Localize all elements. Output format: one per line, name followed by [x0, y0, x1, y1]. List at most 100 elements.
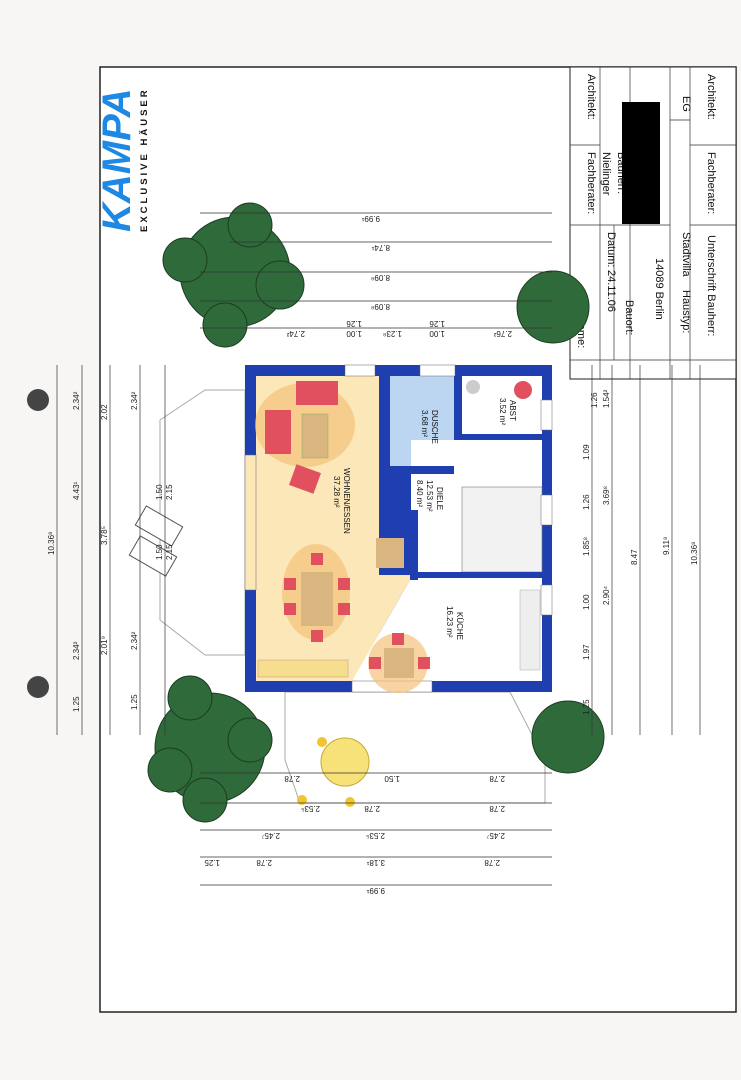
dimension-label: 2.34²: [130, 391, 139, 410]
tree-icon: [516, 270, 590, 344]
armchair: [289, 464, 321, 494]
dimension-label: 1.26: [346, 319, 362, 328]
room-area: 37.28 m²: [332, 476, 341, 508]
dimension-label: 2.78: [284, 774, 300, 783]
window: [540, 584, 553, 616]
room-area: 16.23 m²: [445, 606, 454, 638]
unterschrift-label: Unterschrift Bauherr:: [705, 235, 717, 336]
window: [344, 364, 376, 377]
dimension-label: 9.11⁸: [662, 537, 671, 555]
dimension-label: 1.25: [582, 699, 591, 715]
haustyp-label: Haustyp:: [680, 290, 692, 333]
dimension-label: 2.78: [256, 858, 272, 867]
room-name: WOHNEN/ESSEN: [342, 468, 351, 534]
dimension-label: 1.50: [155, 544, 164, 560]
fireplace: [376, 538, 404, 568]
trees: [147, 202, 605, 823]
redacted-box: [622, 102, 660, 224]
terrace-door: [244, 454, 257, 591]
dimension-label: 1.26: [429, 319, 445, 328]
dimension-label: 1.25: [130, 694, 139, 710]
boiler: [514, 381, 532, 399]
dimension-lines-bottom: 9.99¹ 3.18¹ 2.78 2.78 1.25 2.53⁵ 2.53⁵ 2…: [200, 772, 552, 895]
dimension-label: 2.76²: [493, 329, 512, 338]
dimension-label: 2.45⁷: [486, 831, 505, 840]
parasol-icon: [297, 737, 370, 807]
window: [419, 364, 456, 377]
dimension-label: 2.01⁹: [100, 636, 109, 655]
architekt2-label: Architekt:: [705, 74, 717, 120]
window: [540, 494, 553, 526]
dimension-label: 3.78⁵: [100, 526, 109, 545]
dimension-label: 10.36⁸: [690, 542, 699, 565]
dimension-label: 2.90⁴: [602, 585, 611, 605]
tank: [466, 380, 480, 394]
fachberater-value: Nielinger: [600, 152, 612, 196]
kitchen-counter: [519, 589, 541, 671]
dimension-label: 1.00: [429, 329, 445, 338]
dimension-label: 1.50: [384, 774, 400, 783]
dimension-label: 3.18¹: [366, 858, 385, 867]
dimension-label: 1.09: [582, 444, 591, 460]
datum-label: Datum:: [605, 232, 617, 267]
room-name: DUSCHE: [430, 410, 439, 444]
geschoss-label: EG: [680, 96, 692, 112]
dimension-label: 8.74¹: [371, 243, 390, 252]
dimension-label: 2.34²: [130, 631, 139, 650]
dimension-lines-left: 10.36⁸ 4.43¹ 2.34² 2.34² 1.25 3.78⁵ 2.02…: [47, 365, 174, 735]
room-area: 8.40 m²: [415, 480, 424, 507]
dimension-label: 2.34²: [72, 641, 81, 660]
dimension-label: 1.85⁸: [582, 537, 591, 556]
tree-icon: [531, 700, 605, 774]
terrace-front: [284, 691, 546, 804]
bauort-label: Bauort:: [623, 300, 635, 335]
haustyp-value: Stadtvilla: [680, 232, 692, 278]
kampa-logo: KAMPA EXCLUSIVE HÄUSER: [95, 87, 150, 232]
room-name: ABST: [508, 400, 517, 421]
dimension-label: 2.78: [489, 804, 505, 813]
dimension-label: 1.25: [204, 858, 220, 867]
title-block: Dateiname: Fachberater: Nielinger Archit…: [569, 66, 737, 380]
room-area: 3.68 m²: [420, 410, 429, 437]
dimension-label: 1.25: [72, 696, 81, 712]
room-labels: WOHNEN/ESSEN 37.28 m² DUSCHE 3.68 m² ABS…: [332, 398, 517, 640]
architekt-label: Architekt:: [585, 74, 597, 120]
sideboard: [257, 659, 349, 678]
dining-table: [301, 572, 333, 626]
room-area: 12.53 m²: [425, 480, 434, 512]
dimension-label: 1.54²: [602, 389, 611, 408]
dimension-label: 4.43¹: [72, 481, 81, 500]
dimension-label: 1.00: [346, 329, 362, 338]
dimension-label: 8.09⁸: [371, 302, 390, 311]
dimension-label: 1.26: [590, 392, 599, 408]
dimension-label: 2.74²: [286, 329, 305, 338]
dimension-label: 8.09⁸: [371, 273, 390, 282]
dimension-label: 2.45⁷: [261, 831, 280, 840]
house: [244, 364, 553, 693]
dimension-label: 9.99¹: [366, 886, 385, 895]
datum-value: 24.11.06: [605, 270, 617, 312]
dimension-label: 10.36⁸: [47, 532, 56, 555]
coffee-table: [301, 413, 329, 459]
sofa: [296, 381, 338, 405]
kitchen-table: [384, 648, 414, 678]
sofa: [265, 410, 291, 454]
room-name: KÜCHE: [455, 612, 464, 640]
room-area: 3.52 m²: [498, 398, 507, 425]
dimension-label: 2.15: [165, 484, 174, 500]
dimension-label: 2.53⁵: [301, 804, 320, 813]
dimension-label: 1.97: [582, 644, 591, 660]
dimension-label: 3.69⁸: [602, 486, 611, 505]
dimension-label: 8.47: [630, 549, 639, 565]
dimension-label: 9.99¹: [361, 214, 380, 223]
dimension-label: 2.02: [100, 404, 109, 420]
dimension-label: 1.00: [582, 594, 591, 610]
sun-lounger: [134, 505, 184, 547]
dimension-label: 2.53⁵: [366, 831, 385, 840]
dimension-label: 2.78: [364, 804, 380, 813]
logo-brand: KAMPA: [95, 88, 139, 232]
dimension-label: 2.34²: [72, 391, 81, 410]
punch-hole: [27, 389, 49, 411]
punch-hole: [27, 676, 49, 698]
